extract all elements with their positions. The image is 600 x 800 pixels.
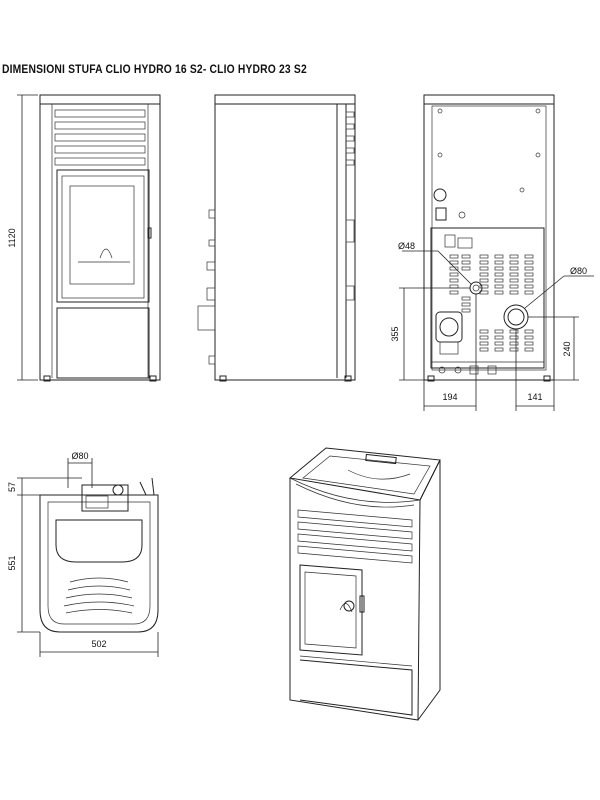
side-view [197,94,356,382]
page-title: DIMENSIONI STUFA CLIO HYDRO 16 S2- CLIO … [2,62,307,76]
height-1120-dimension: 1120 [7,94,38,381]
dimension-width-194: 194 [442,392,457,402]
dimension-depth-57: 57 [7,482,17,492]
dimension-top-flue-80: Ø80 [71,451,88,461]
dimension-height-355: 355 [390,326,400,341]
front-view [39,94,161,382]
rear-view [423,94,555,382]
dimension-outlet-48: Ø48 [398,241,415,251]
perspective-grille [297,509,413,564]
perspective-view [288,447,441,721]
rear-view-dimensions: Ø48 Ø80 355 240 194 141 [390,241,594,411]
dimension-width-141: 141 [527,392,542,402]
dimension-flue-80: Ø80 [570,266,587,276]
top-view-dimensions: Ø80 57 551 502 [7,451,159,657]
dimension-width-502: 502 [91,639,106,649]
dimension-height-1120: 1120 [7,228,17,247]
dimension-height-240: 240 [562,341,572,356]
dimension-depth-551: 551 [7,555,17,570]
top-view [39,477,159,633]
